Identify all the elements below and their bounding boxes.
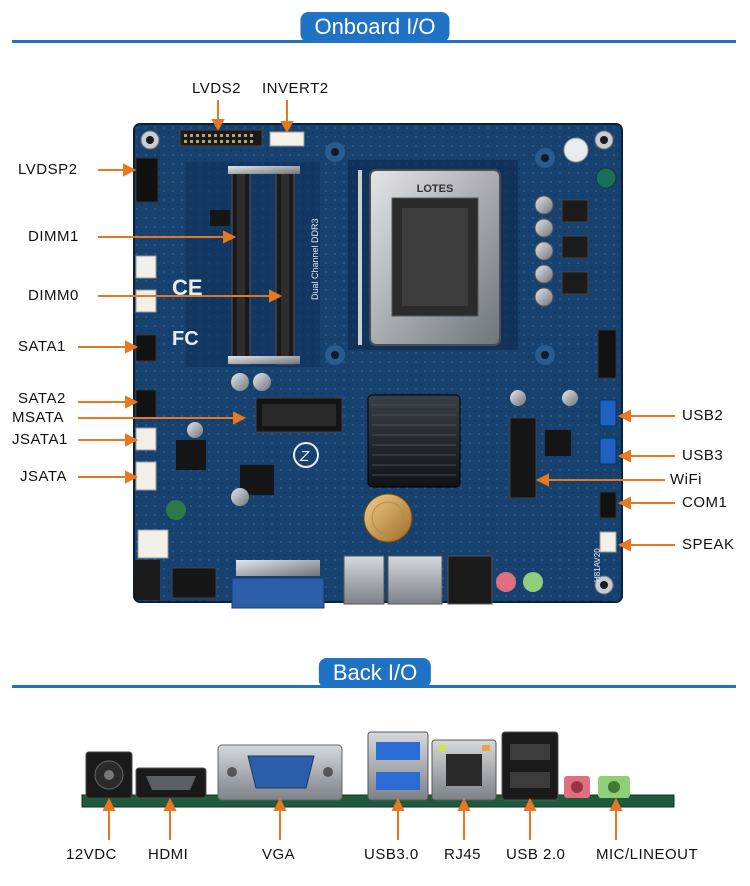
label-dimm1: DIMM1 <box>28 228 79 245</box>
label-speak: SPEAK <box>682 536 735 553</box>
model-print: H81AV20 <box>593 548 602 582</box>
label-usb3: USB3 <box>682 447 724 464</box>
label-usb20: USB 2.0 <box>506 846 566 863</box>
onboard-io-title: Onboard I/O <box>300 12 450 42</box>
label-invert2: INVERT2 <box>262 80 329 97</box>
label-com1: COM1 <box>682 494 728 511</box>
label-usb2: USB2 <box>682 407 724 424</box>
label-wifi: WiFi <box>670 471 702 488</box>
label-usb30: USB3.0 <box>364 846 419 863</box>
label-sata1: SATA1 <box>18 338 66 355</box>
back-callout-arrows <box>102 797 623 840</box>
label-rj45: RJ45 <box>444 846 482 863</box>
back-io-panel <box>81 731 675 808</box>
back-io-title: Back I/O <box>318 658 432 688</box>
label-lvds2: LVDS2 <box>192 80 241 97</box>
socket-print: LOTES <box>417 183 454 195</box>
label-jsata1: JSATA1 <box>12 431 68 448</box>
svg-text:FC: FC <box>172 328 199 350</box>
label-lvdsp2: LVDSP2 <box>18 161 78 178</box>
svg-text:Z: Z <box>299 448 310 465</box>
ddr-print: Dual Channel DDR3 <box>310 218 320 300</box>
label-vga: VGA <box>262 846 296 863</box>
label-mic-lineout: MIC/LINEOUT <box>596 846 699 863</box>
label-hdmi: HDMI <box>148 846 189 863</box>
label-dimm0: DIMM0 <box>28 287 79 304</box>
label-jsata: JSATA <box>20 468 67 485</box>
label-msata: MSATA <box>12 409 64 426</box>
label-sata2: SATA2 <box>18 390 66 407</box>
callout-arrows <box>78 100 675 552</box>
label-12vdc: 12VDC <box>66 846 117 863</box>
